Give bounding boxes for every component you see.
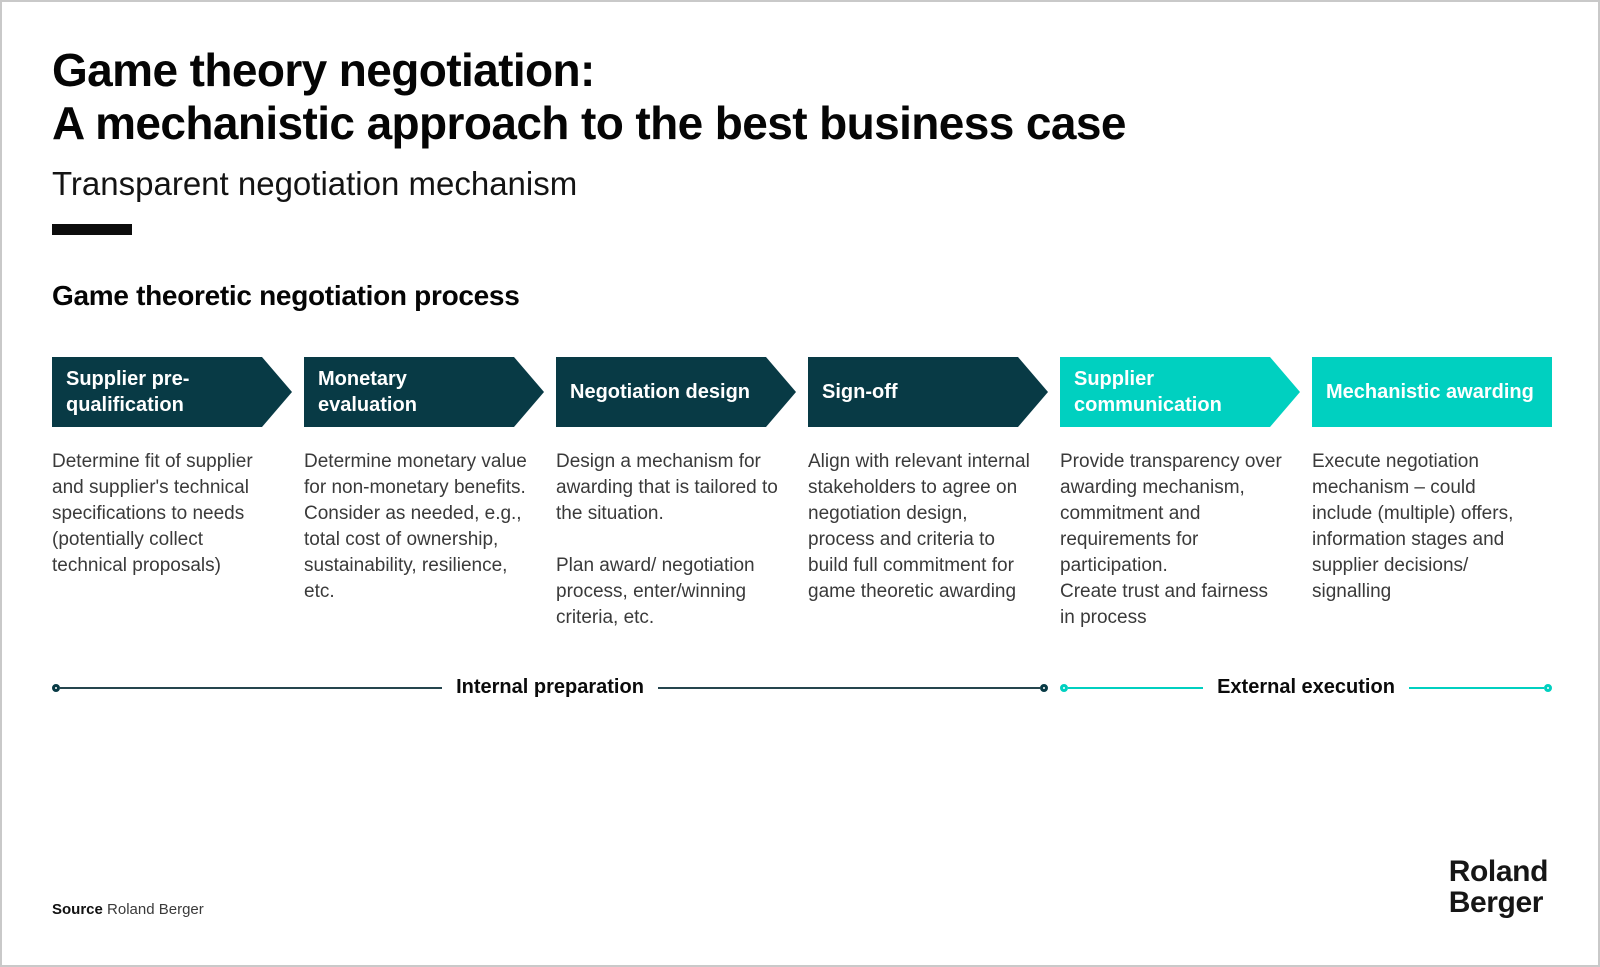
step-mechanistic-awarding: Mechanistic awarding Execute negotiation… [1312,357,1552,631]
section-heading: Game theoretic negotiation process [52,280,520,311]
timeline-label-external: External execution [1217,676,1395,698]
step-description: Determine fit of supplier and supplier's… [52,451,253,576]
timeline-external-execution: External execution [1060,676,1552,699]
step-arrow: Negotiation design [556,357,796,427]
step-supplier-pre-qualification: Supplier pre-qualification Determine fit… [52,357,292,631]
step-negotiation-design: Negotiation design Design a mechanism fo… [556,357,796,631]
page-subtitle: Transparent negotiation mechanism [52,165,578,202]
timeline-internal-preparation: Internal preparation [52,676,1048,699]
step-arrow: Mechanistic awarding [1312,357,1552,427]
step-arrow: Supplier communication [1060,357,1300,427]
logo-line-1: Roland [1448,855,1549,888]
step-label: Sign-off [822,381,898,403]
step-label: Supplier communication [1074,368,1222,416]
step-sign-off: Sign-off Align with relevant internal st… [808,357,1048,631]
timeline-label-internal: Internal preparation [456,676,644,698]
step-description: Design a mechanism for awarding that is … [556,451,778,628]
timeline-line [657,686,1040,689]
timeline-line [60,686,443,689]
title-line-2: A mechanistic approach to the best busin… [52,97,1126,149]
step-description: Execute negotiation mechanism – could in… [1312,451,1514,602]
step-supplier-communication: Supplier communication Provide transpare… [1060,357,1300,631]
timeline-endpoint-circle [1544,683,1552,692]
timeline-endpoint-circle [1060,683,1068,692]
step-arrow: Sign-off [808,357,1048,427]
timeline-endpoint-circle [1040,683,1048,692]
process-steps: Supplier pre-qualification Determine fit… [52,357,1552,631]
source-line: Source Roland Berger [52,901,204,918]
step-description: Provide transparency over awarding mecha… [1060,451,1282,628]
page-title: Game theory negotiation:A mechanistic ap… [52,44,1548,150]
step-label: Supplier pre-qualification [66,368,190,416]
source-text: Roland Berger [107,901,204,918]
step-description: Align with relevant internal stakeholder… [808,451,1030,602]
phase-timeline: Internal preparation External execution [52,676,1552,699]
timeline-endpoint-circle [52,683,60,692]
timeline-line [1068,686,1204,689]
step-label: Mechanistic awarding [1326,381,1534,403]
slide: Game theory negotiation:A mechanistic ap… [2,2,1598,699]
step-arrow: Supplier pre-qualification [52,357,292,427]
step-label: Negotiation design [570,381,750,403]
step-description: Determine monetary value for non-monetar… [304,451,527,602]
source-label: Source [52,901,103,918]
step-monetary-evaluation: Monetary evaluation Determine monetary v… [304,357,544,631]
title-accent-bar [52,224,132,235]
logo-line-2: Berger [1448,886,1544,919]
step-label: Monetary evaluation [318,368,417,416]
title-line-1: Game theory negotiation: [52,44,595,96]
timeline-line [1408,686,1544,689]
step-arrow: Monetary evaluation [304,357,544,427]
